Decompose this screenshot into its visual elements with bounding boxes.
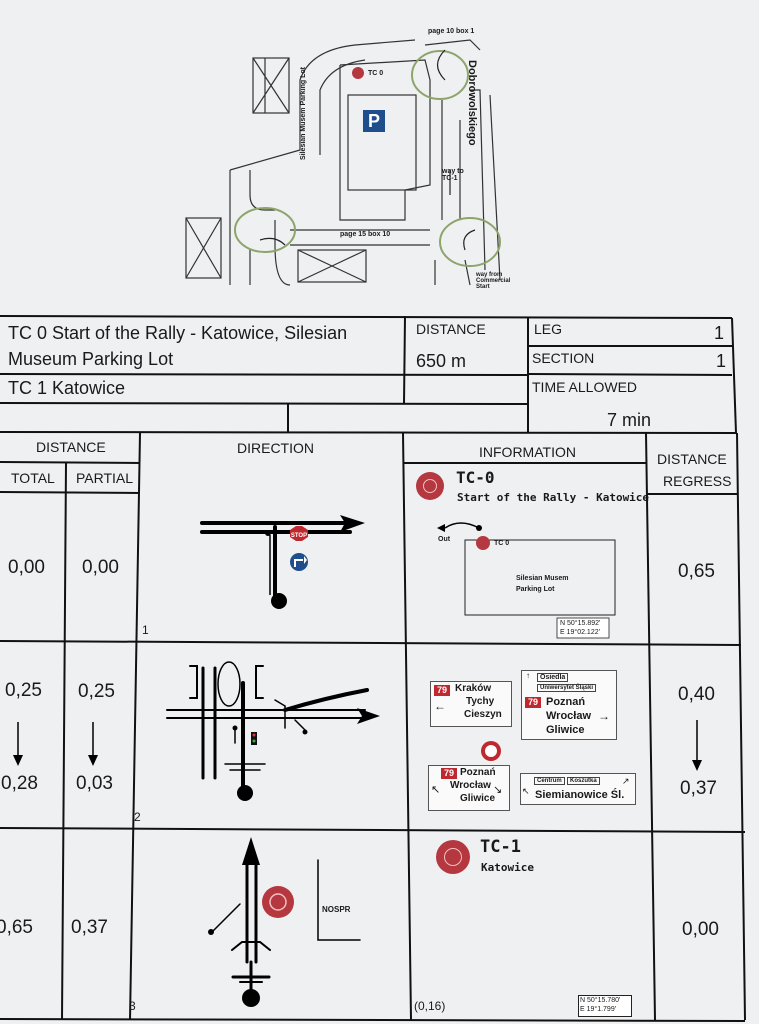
row2-regress-a: 0,40 xyxy=(678,684,715,705)
row3-partial: 0,37 xyxy=(71,917,108,938)
row1-regress: 0,65 xyxy=(678,561,715,582)
row1-lot-line1: Silesian Musem xyxy=(516,575,569,582)
sign-poznan-1-c: Poznań xyxy=(546,696,586,708)
map-way-to-tc1: way to TC-1 xyxy=(442,168,464,182)
left-arrow-icon: ← xyxy=(434,699,446,713)
col-direction: DIRECTION xyxy=(237,440,314,456)
sign-krakow-b: Tychy xyxy=(466,696,495,707)
stop-sign-icon xyxy=(290,526,308,541)
header-section-value: 1 xyxy=(716,351,727,371)
sign-poznan-2-a: Poznań xyxy=(460,767,496,778)
header-distance-value: 650 m xyxy=(416,351,467,371)
sign-krakow-a: Kraków xyxy=(455,683,492,694)
col-regress-2: REGRESS xyxy=(663,473,732,489)
tc1-clock-icon xyxy=(262,886,294,918)
right-arrow-icon: → xyxy=(598,709,610,723)
row1-info-diagram xyxy=(437,522,616,639)
sign-siemianowice-name: Siemianowice Śl. xyxy=(535,789,625,801)
row2-total-b: 0,28 xyxy=(1,773,38,794)
stop-sign-label: STOP xyxy=(291,533,307,539)
row1-direction-diagram: STOP xyxy=(200,515,365,609)
up-left-arrow-icon: ↖ xyxy=(431,784,441,796)
col-information: INFORMATION xyxy=(479,444,576,460)
down-arrow-icon xyxy=(13,755,23,766)
tc1-icon-clock xyxy=(444,848,462,866)
header-tc1: TC 1 Katowice xyxy=(8,378,126,398)
map-page10: page 10 box 1 xyxy=(428,28,475,35)
row3-number: 3 xyxy=(129,999,136,1013)
row1-lot-line2: Parking Lot xyxy=(516,586,555,593)
row2-direction-diagram xyxy=(166,661,380,801)
row1-out-label: Out xyxy=(438,536,451,543)
header-time-value: 7 min xyxy=(607,410,652,430)
sign-osiedla: Osiedla xyxy=(537,673,569,682)
tc0-map-icon xyxy=(352,67,364,79)
row2-total-a: 0,25 xyxy=(5,680,42,701)
col-distance: DISTANCE xyxy=(36,439,106,455)
site-map: P TC 0 Silesian Musem Parking Lot Dobrow… xyxy=(180,20,520,295)
row2-regress-b: 0,37 xyxy=(680,778,717,799)
sign-uniwersytet: Uniwersytet Śląski xyxy=(537,684,597,692)
row1-tc-sub: Start of the Rally - Katowice xyxy=(457,491,650,504)
row3-tc-title: TC-1 xyxy=(480,837,521,857)
row1-total: 0,00 xyxy=(8,557,45,578)
map-tc0-label: TC 0 xyxy=(368,70,384,77)
header-tc0-line2: Museum Parking Lot xyxy=(8,349,174,369)
map-drawing xyxy=(185,39,501,286)
sign-krakow-num: 79 xyxy=(434,685,451,696)
sign-poznan-1-num: 79 xyxy=(525,697,542,708)
row3-nospr: NOSPR xyxy=(322,905,351,914)
map-way-from: way from Commercial Start xyxy=(476,272,511,290)
row1-gps-n: N 50°15.892' xyxy=(560,620,601,627)
row2-partial-a: 0,25 xyxy=(78,681,115,702)
sign-koszutka: Koszutka xyxy=(567,777,600,785)
sign-poznan-2-num: 79 xyxy=(441,768,458,779)
row3-coord: (0,16) xyxy=(414,999,446,1013)
up-arrow-icon: ↑ xyxy=(526,671,530,680)
row1-partial: 0,00 xyxy=(82,557,119,578)
header-time-label: TIME ALLOWED xyxy=(532,379,638,395)
header-tc0-line1: TC 0 Start of the Rally - Katowice, Sile… xyxy=(8,323,348,343)
sign-poznan-2-c: Gliwice xyxy=(460,793,496,804)
sign-poznan-1-e: Gliwice xyxy=(546,724,585,736)
row3-gps-e: E 19°1.799' xyxy=(580,1006,617,1013)
sign-krakow-c: Cieszyn xyxy=(464,709,502,720)
header-leg-label: LEG xyxy=(534,321,563,337)
header-leg-value: 1 xyxy=(714,323,725,343)
row3-gps-n: N 50°15.780' xyxy=(580,997,621,1004)
row3-gps-box xyxy=(578,995,632,1017)
row2-regress-arrow xyxy=(692,720,702,771)
col-total: TOTAL xyxy=(11,470,55,486)
row1-gps-e: E 19°02.122' xyxy=(560,629,600,636)
col-regress-1: DISTANCE xyxy=(657,451,727,467)
row3-direction-diagram xyxy=(208,837,361,1007)
row1-tc-small: TC 0 xyxy=(494,540,510,547)
row1-tc-title: TC-0 xyxy=(456,468,495,487)
row3-regress: 0,00 xyxy=(682,919,719,940)
down-arrow-icon xyxy=(692,760,702,771)
sign-centrum: Centrum xyxy=(534,777,565,785)
header-section-label: SECTION xyxy=(532,350,595,366)
traffic-light-icon xyxy=(251,732,257,745)
row2-down-arrows xyxy=(13,722,98,766)
down-right-arrow-icon: ↘ xyxy=(493,784,503,796)
row3-tc-sub: Katowice xyxy=(481,861,534,874)
header-distance-label: DISTANCE xyxy=(416,321,486,337)
sign-poznan-2-b: Wrocław xyxy=(450,780,491,791)
sign-poznan-1-d: Wrocław xyxy=(546,710,592,722)
down-arrow-icon xyxy=(88,755,98,766)
parking-icon: P xyxy=(363,110,385,132)
row3-total: 0,65 xyxy=(0,917,33,938)
map-page15: page 15 box 10 xyxy=(340,231,391,238)
row1-number: 1 xyxy=(142,623,149,637)
sign-siemianowice xyxy=(520,773,636,805)
row2-partial-b: 0,03 xyxy=(76,773,113,794)
up-left-arrow-icon: ↖ xyxy=(522,786,530,796)
car-warning-icon-inner xyxy=(485,745,497,757)
col-partial: PARTIAL xyxy=(76,470,134,486)
tc0-icon-clock xyxy=(423,479,437,493)
row2-number: 2 xyxy=(134,810,141,824)
up-right-arrow-icon: ↗ xyxy=(622,776,630,786)
